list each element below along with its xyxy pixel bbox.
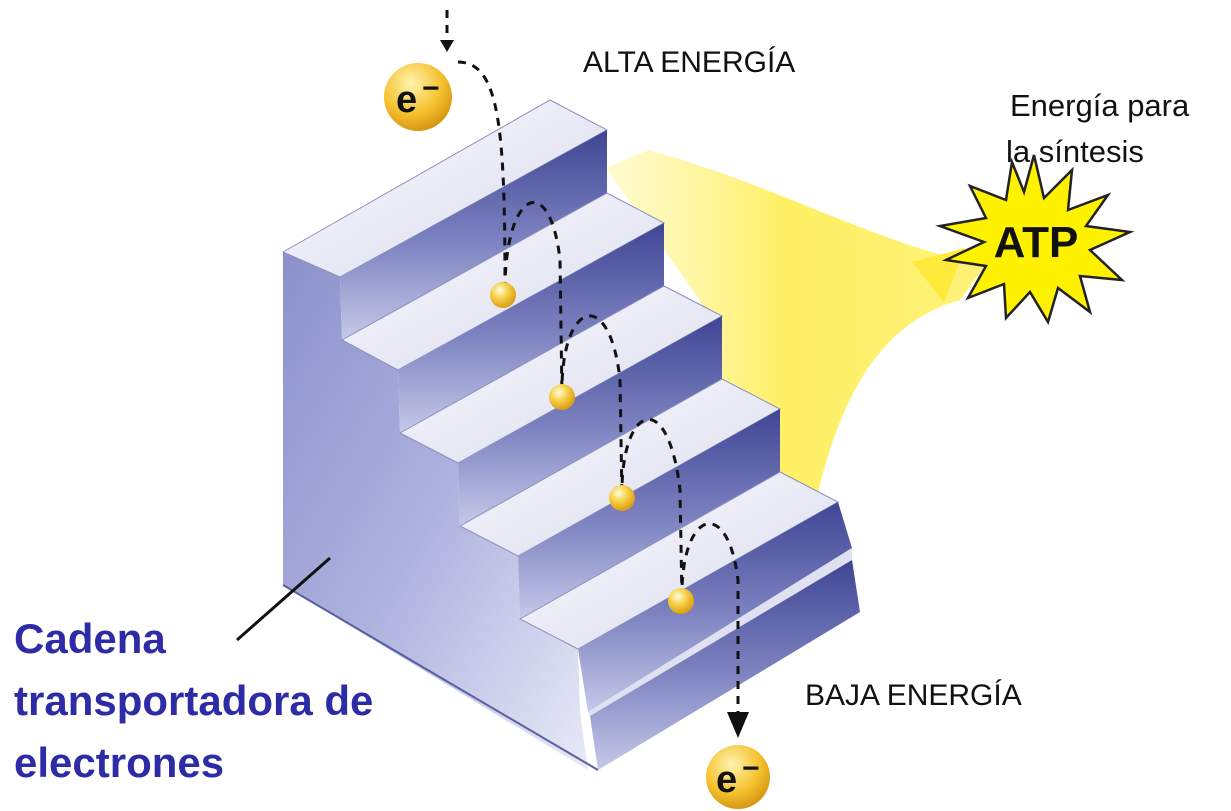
step-6-top [588, 548, 852, 716]
staircase-bottom-edge [282, 584, 599, 771]
electron-in-symbol: e [396, 79, 417, 121]
energy-synthesis-line-2: la síntesis [1006, 134, 1144, 169]
high-energy-label: ALTA ENERGÍA [583, 46, 795, 79]
electron-in-charge: − [422, 72, 440, 105]
electron-out: e − [706, 745, 770, 809]
low-energy-label: BAJA ENERGÍA [805, 679, 1022, 712]
staircase-side-face [283, 252, 588, 770]
staircase [281, 99, 860, 771]
step-2-front [398, 223, 664, 433]
arrow-down-icon [440, 40, 454, 52]
caption-line-2: transportadora de [14, 677, 374, 724]
atp-burst: ATP [935, 154, 1135, 326]
electron-out-symbol: e [716, 759, 737, 801]
electron-ball-icon [549, 384, 575, 410]
electron-in: e − [384, 63, 452, 131]
starburst-icon [935, 154, 1135, 326]
electron-ball-icon [706, 745, 770, 809]
electron-ball-icon [609, 485, 635, 511]
electron-ball-icon [668, 588, 694, 614]
step-4-front [518, 409, 780, 619]
caption-line-1: Cadena [14, 615, 166, 662]
electron-out-charge: − [742, 752, 760, 785]
step-5-front [578, 502, 852, 712]
electron-ball-icon [384, 63, 452, 131]
step-3-front [458, 316, 722, 526]
electron-steps [490, 282, 694, 614]
caption: Cadena transportadora de electrones [14, 608, 373, 794]
arrow-down-icon [727, 712, 749, 738]
step-1-front [340, 130, 607, 340]
atp-label: ATP [994, 218, 1079, 267]
caption-pointer-line [236, 556, 331, 642]
energy-synthesis-line-1: Energía para [1010, 88, 1190, 123]
electron-ball-icon [490, 282, 516, 308]
caption-line-3: electrones [14, 739, 225, 786]
step-6-front [590, 560, 860, 770]
